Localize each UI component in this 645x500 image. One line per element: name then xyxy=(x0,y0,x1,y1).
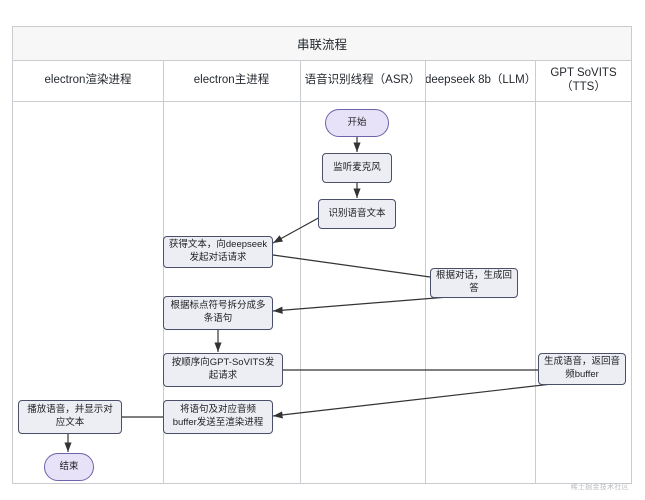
node-end[interactable]: 结束 xyxy=(44,453,94,481)
node-send-to-renderer[interactable]: 将语句及对应音频buffer发送至渲染进程 xyxy=(163,400,273,434)
diagram-title-band: 串联流程 xyxy=(13,27,631,61)
node-request-gpt-sovits[interactable]: 按顺序向GPT-SoVITS发起请求 xyxy=(163,353,283,387)
lane-label: GPT SoVITS（TTS） xyxy=(550,67,617,93)
node-label: 按顺序向GPT-SoVITS发起请求 xyxy=(171,357,275,381)
node-play-and-display-text[interactable]: 播放语音，并显示对应文本 xyxy=(18,400,122,434)
node-generate-audio-buffer[interactable]: 生成语音，返回音频buffer xyxy=(538,353,626,385)
lane-divider-2 xyxy=(300,61,301,483)
lane-label: deepseek 8b（LLM） xyxy=(425,74,537,87)
lane-label: electron主进程 xyxy=(193,74,270,87)
lane-label: 语音识别线程（ASR） xyxy=(304,74,421,87)
node-label: 开始 xyxy=(347,116,367,128)
node-label: 将语句及对应音频buffer发送至渲染进程 xyxy=(172,404,264,428)
node-label: 获得文本，向deepseek发起对话请求 xyxy=(168,239,268,263)
watermark: 稀土掘金技术社区 xyxy=(571,482,629,492)
diagram-title: 串联流程 xyxy=(296,38,347,52)
lane-header-tts: GPT SoVITS（TTS） xyxy=(535,61,632,101)
node-label: 根据标点符号拆分成多条语句 xyxy=(170,300,266,324)
lane-label: electron渲染进程 xyxy=(44,74,132,87)
lane-divider-4 xyxy=(535,61,536,483)
lane-header-asr: 语音识别线程（ASR） xyxy=(300,61,425,101)
lane-header-llm: deepseek 8b（LLM） xyxy=(425,61,537,101)
watermark-text: 稀土掘金技术社区 xyxy=(570,484,629,491)
lane-header-electron-renderer: electron渲染进程 xyxy=(13,61,163,101)
node-llm-generate-answer[interactable]: 根据对话，生成回答 xyxy=(430,268,518,298)
node-split-by-punctuation[interactable]: 根据标点符号拆分成多条语句 xyxy=(163,296,273,330)
node-label: 识别语音文本 xyxy=(328,207,386,219)
node-start[interactable]: 开始 xyxy=(325,109,389,137)
node-listen-microphone[interactable]: 监听麦克风 xyxy=(322,153,392,183)
node-recognize-speech-text[interactable]: 识别语音文本 xyxy=(318,199,396,229)
node-label: 生成语音，返回音频buffer xyxy=(543,356,620,380)
lane-header-row: electron渲染进程 electron主进程 语音识别线程（ASR） dee… xyxy=(13,61,631,102)
node-label: 根据对话，生成回答 xyxy=(435,270,512,294)
node-label: 播放语音，并显示对应文本 xyxy=(27,404,113,428)
lane-header-electron-main: electron主进程 xyxy=(163,61,300,101)
lane-divider-3 xyxy=(425,61,426,483)
node-label: 结束 xyxy=(59,460,79,472)
lane-divider-1 xyxy=(163,61,164,483)
node-get-text-request-deepseek[interactable]: 获得文本，向deepseek发起对话请求 xyxy=(163,236,273,268)
node-label: 监听麦克风 xyxy=(333,161,381,173)
